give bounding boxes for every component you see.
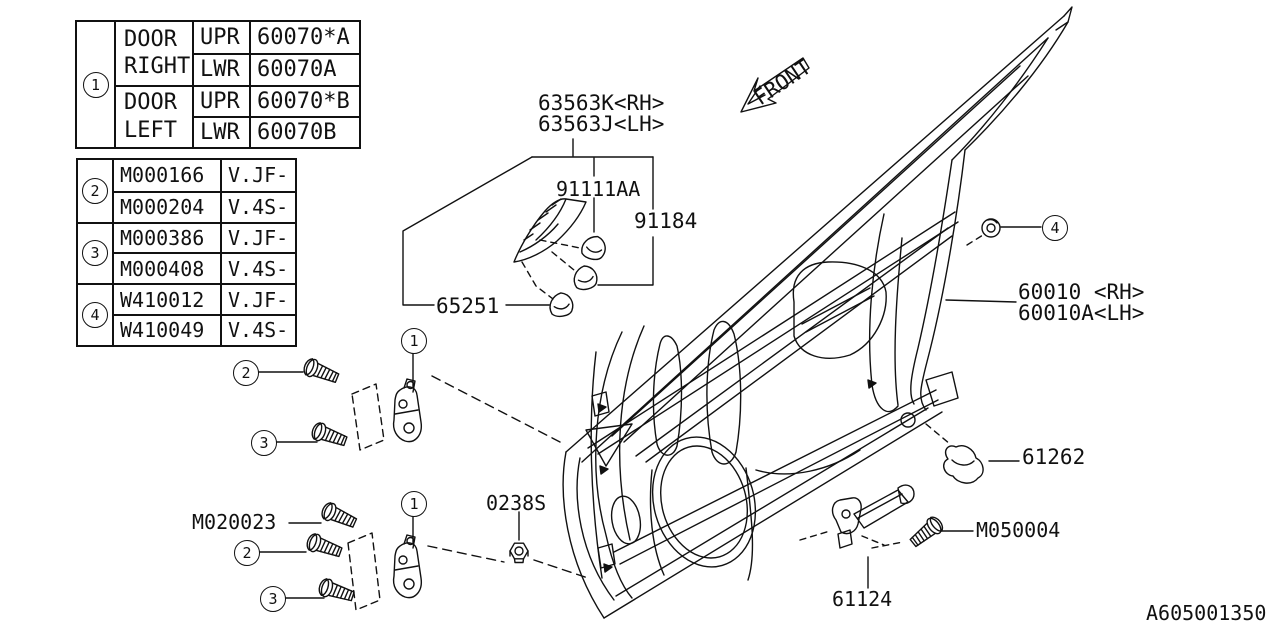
callout-61124: 61124 [832, 587, 893, 611]
nut-0238s [509, 512, 529, 564]
table-ref-cell: 4 [78, 283, 112, 345]
callout-91111aa: 91111AA [556, 177, 641, 201]
ref-circle-2: 2 [82, 177, 108, 204]
window-frame [566, 7, 1072, 462]
door-right-cell: DOOR RIGHT [114, 22, 192, 85]
impact-beam [614, 390, 938, 564]
clip-91111aa [579, 232, 609, 263]
part-cell: M000408 [112, 252, 220, 284]
fastener-table: 2 M000166 V.JF- M000204 V.4S- 3 M000386 … [76, 158, 297, 347]
part-cell: 60070A [249, 53, 359, 85]
part-cell: M000204 [112, 190, 220, 222]
upper-bolt-2-icon [300, 356, 342, 388]
lower-bolt-2-icon [304, 531, 345, 562]
callout-91184: 91184 [632, 209, 700, 233]
part-cell: W410049 [112, 313, 220, 345]
bolt-m050004 [872, 513, 973, 551]
part-cell: M000386 [112, 221, 220, 253]
grommet-plug [967, 218, 1041, 245]
speaker-hole [638, 425, 771, 579]
handle-pocket [793, 262, 886, 358]
callout-m020023: M020023 [192, 510, 277, 534]
ver-cell: V.JF- [220, 160, 295, 191]
callout-door-panel-lh: 60010A<LH> [1018, 301, 1145, 325]
inner-panel [586, 214, 958, 598]
trim-clips [522, 232, 609, 319]
upper-hinge-assembly [258, 353, 560, 450]
part-cell: M000166 [112, 160, 220, 191]
bumper-61262 [926, 424, 1019, 483]
pos-cell: UPR [192, 84, 249, 116]
bolt-m050004-icon [906, 513, 947, 551]
part-cell: 60070B [249, 115, 359, 148]
ref-circle-bolt2-upper: 2 [233, 360, 259, 386]
door-left-cell: DOOR LEFT [114, 84, 192, 148]
door-panel-table: 1 DOOR RIGHT UPR 60070*A LWR 60070A DOOR… [75, 20, 361, 150]
callout-corner-trim-rh: 63563K<RH> [538, 91, 665, 115]
callout-65251: 65251 [436, 294, 500, 318]
ver-cell: V.4S- [220, 313, 295, 345]
ver-cell: V.JF- [220, 221, 295, 253]
ref-circle-bolt3-upper: 3 [251, 430, 277, 456]
clip-91184 [571, 263, 600, 292]
ref-circle-grommet: 4 [1042, 215, 1068, 241]
ref-circle-hinge-lower: 1 [401, 491, 427, 517]
door-outline [563, 150, 965, 618]
ref-circle-3: 3 [82, 240, 108, 267]
callout-corner-trim-lh: 63563J<LH> [538, 112, 665, 136]
lower-hinge [392, 534, 423, 599]
upper-bolt-3-icon [309, 420, 350, 451]
table-ref-cell: 2 [78, 160, 112, 222]
part-cell: 60070*B [249, 84, 359, 116]
part-cell: W410012 [112, 283, 220, 314]
callout-m050004: M050004 [976, 518, 1061, 542]
clip-65251 [547, 291, 575, 319]
ver-cell: V.4S- [220, 190, 295, 222]
table-ref-cell: 3 [78, 221, 112, 284]
ref-circle-hinge-upper: 1 [401, 328, 427, 354]
callout-door-panel-rh: 60010 <RH> [1018, 280, 1145, 304]
callout-box [403, 139, 653, 305]
ref-circle-4: 4 [82, 301, 108, 328]
door-panel-leader [946, 300, 1016, 302]
ref-circle-bolt2-lower: 2 [234, 540, 260, 566]
pos-cell: LWR [192, 53, 249, 85]
front-arrow-icon [741, 58, 809, 112]
table-ref-cell: 1 [77, 22, 114, 147]
ver-cell: V.JF- [220, 283, 295, 314]
part-cell: 60070*A [249, 22, 359, 54]
lower-hinge-assembly [259, 500, 588, 610]
pos-cell: UPR [192, 22, 249, 54]
lower-bolt-3-icon [316, 576, 357, 606]
ref-circle-bolt3-lower: 3 [260, 586, 286, 612]
upper-hinge [392, 378, 423, 443]
callout-door-panel: 60010 <RH> 60010A<LH> [1018, 282, 1144, 324]
pos-cell: LWR [192, 115, 249, 148]
callout-61262: 61262 [1022, 445, 1086, 469]
diagram-code: A605001350 [1146, 601, 1267, 625]
callout-corner-trim: 63563K<RH> 63563J<LH> [538, 93, 664, 135]
callout-0238s: 0238S [486, 491, 547, 515]
ref-number: 1 [90, 75, 101, 94]
door-check-61124 [800, 485, 914, 588]
ref-circle-1: 1 [82, 71, 109, 98]
corner-trim [514, 199, 586, 262]
bolt-m020023-icon [318, 500, 360, 532]
ver-cell: V.4S- [220, 252, 295, 284]
